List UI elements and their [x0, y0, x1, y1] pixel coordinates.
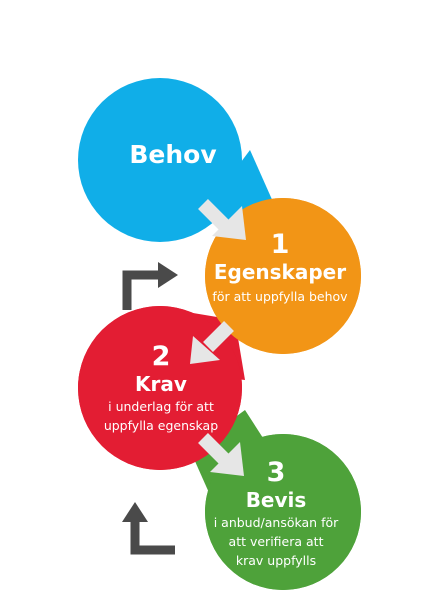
arrow-egenskaper-to-krav [190, 321, 234, 364]
bevis-subtitle-line3: krav uppfylls [235, 553, 317, 568]
arrow-feedback-lower [122, 502, 175, 555]
bevis-subtitle-line1: i anbud/ansökan för [213, 515, 339, 530]
node-bevis: 3 Bevis i anbud/ansökan för att verifier… [196, 458, 356, 569]
bevis-number: 3 [266, 457, 286, 488]
krav-number: 2 [151, 341, 171, 372]
krav-subtitle-line2: uppfylla egenskap [103, 418, 219, 433]
bevis-subtitle-line2: att verifiera att [228, 534, 324, 549]
behov-title: Behov [129, 140, 217, 169]
bevis-title: Bevis [245, 488, 307, 512]
arrow-behov-to-egenskaper [198, 199, 246, 240]
egenskaper-subtitle: för att uppfylla behov [212, 289, 348, 304]
krav-subtitle-line1: i underlag för att [108, 399, 214, 414]
node-behov-circle [78, 78, 242, 242]
krav-title: Krav [135, 372, 187, 396]
egenskaper-number: 1 [270, 229, 290, 260]
node-krav: 2 Krav i underlag för att uppfylla egens… [76, 342, 246, 434]
egenskaper-title: Egenskaper [213, 260, 347, 284]
arrow-feedback-upper [122, 262, 178, 310]
arrow-krav-to-bevis [198, 433, 244, 476]
node-behov: Behov [88, 140, 258, 170]
node-egenskaper: 1 Egenskaper för att uppfylla behov [198, 230, 362, 305]
